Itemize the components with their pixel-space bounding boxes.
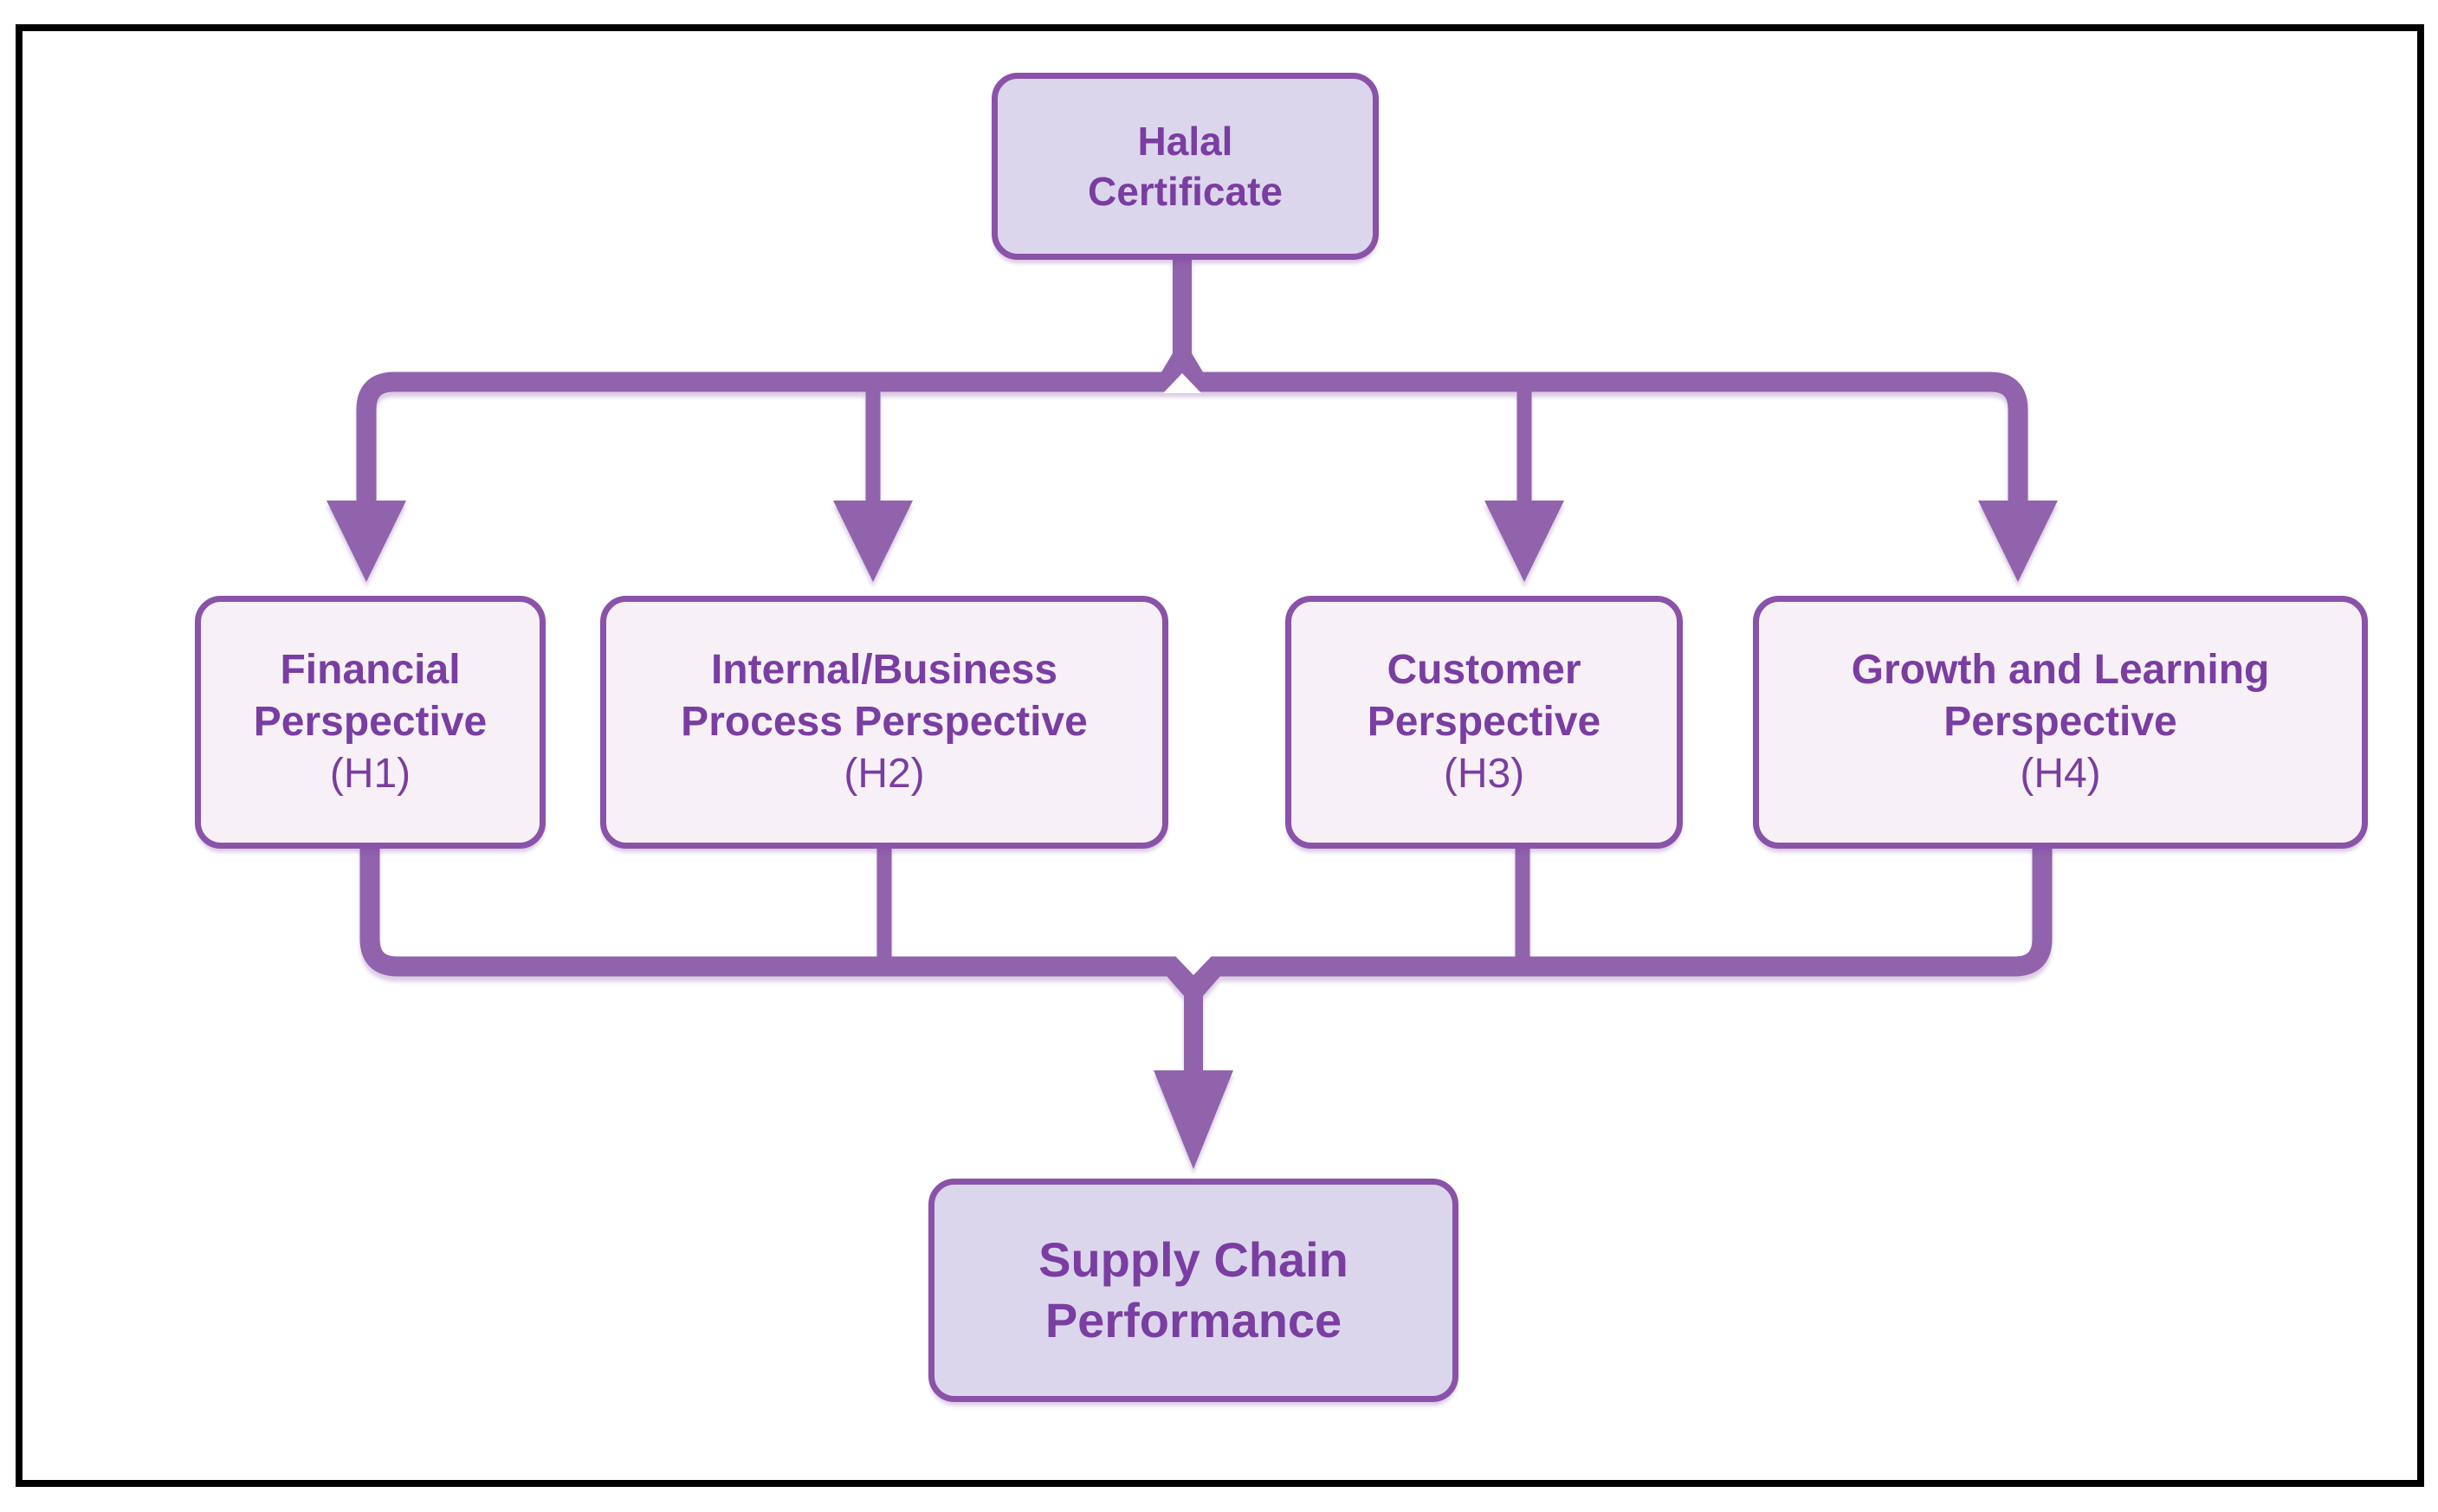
outer-frame xyxy=(16,24,2424,1487)
node-hypothesis-code: (H4) xyxy=(2020,751,2101,797)
node-hypothesis-code: (H1) xyxy=(329,751,411,797)
node-label-line: Certificate xyxy=(1088,169,1283,214)
node-label-line: Halal xyxy=(1137,119,1233,164)
node-hypothesis-code: (H2) xyxy=(844,751,925,797)
node-label-line: Growth and Learning xyxy=(1851,647,2270,693)
node-label-line: Supply Chain xyxy=(1038,1232,1348,1287)
node-halal-certificate: Halal Certificate xyxy=(992,73,1379,260)
node-label-line: Perspective xyxy=(253,699,488,745)
node-label-line: Performance xyxy=(1044,1293,1342,1347)
node-supply-chain-performance: Supply Chain Performance xyxy=(928,1179,1458,1402)
node-growth-and-learning-perspective: Growth and Learning Perspective (H4) xyxy=(1753,596,2368,849)
node-label-line: Customer xyxy=(1387,647,1581,693)
node-label-line: Financial xyxy=(280,647,461,693)
node-label-line: Perspective xyxy=(1943,699,2177,745)
node-label-line: Process Perspective xyxy=(681,699,1088,745)
node-internal-business-process-perspective: Internal/Business Process Perspective (H… xyxy=(600,596,1168,849)
node-label-line: Perspective xyxy=(1367,699,1601,745)
node-hypothesis-code: (H3) xyxy=(1443,751,1525,797)
node-financial-perspective: Financial Perspective (H1) xyxy=(195,596,546,849)
node-label-line: Internal/Business xyxy=(710,647,1058,693)
node-customer-perspective: Customer Perspective (H3) xyxy=(1285,596,1683,849)
